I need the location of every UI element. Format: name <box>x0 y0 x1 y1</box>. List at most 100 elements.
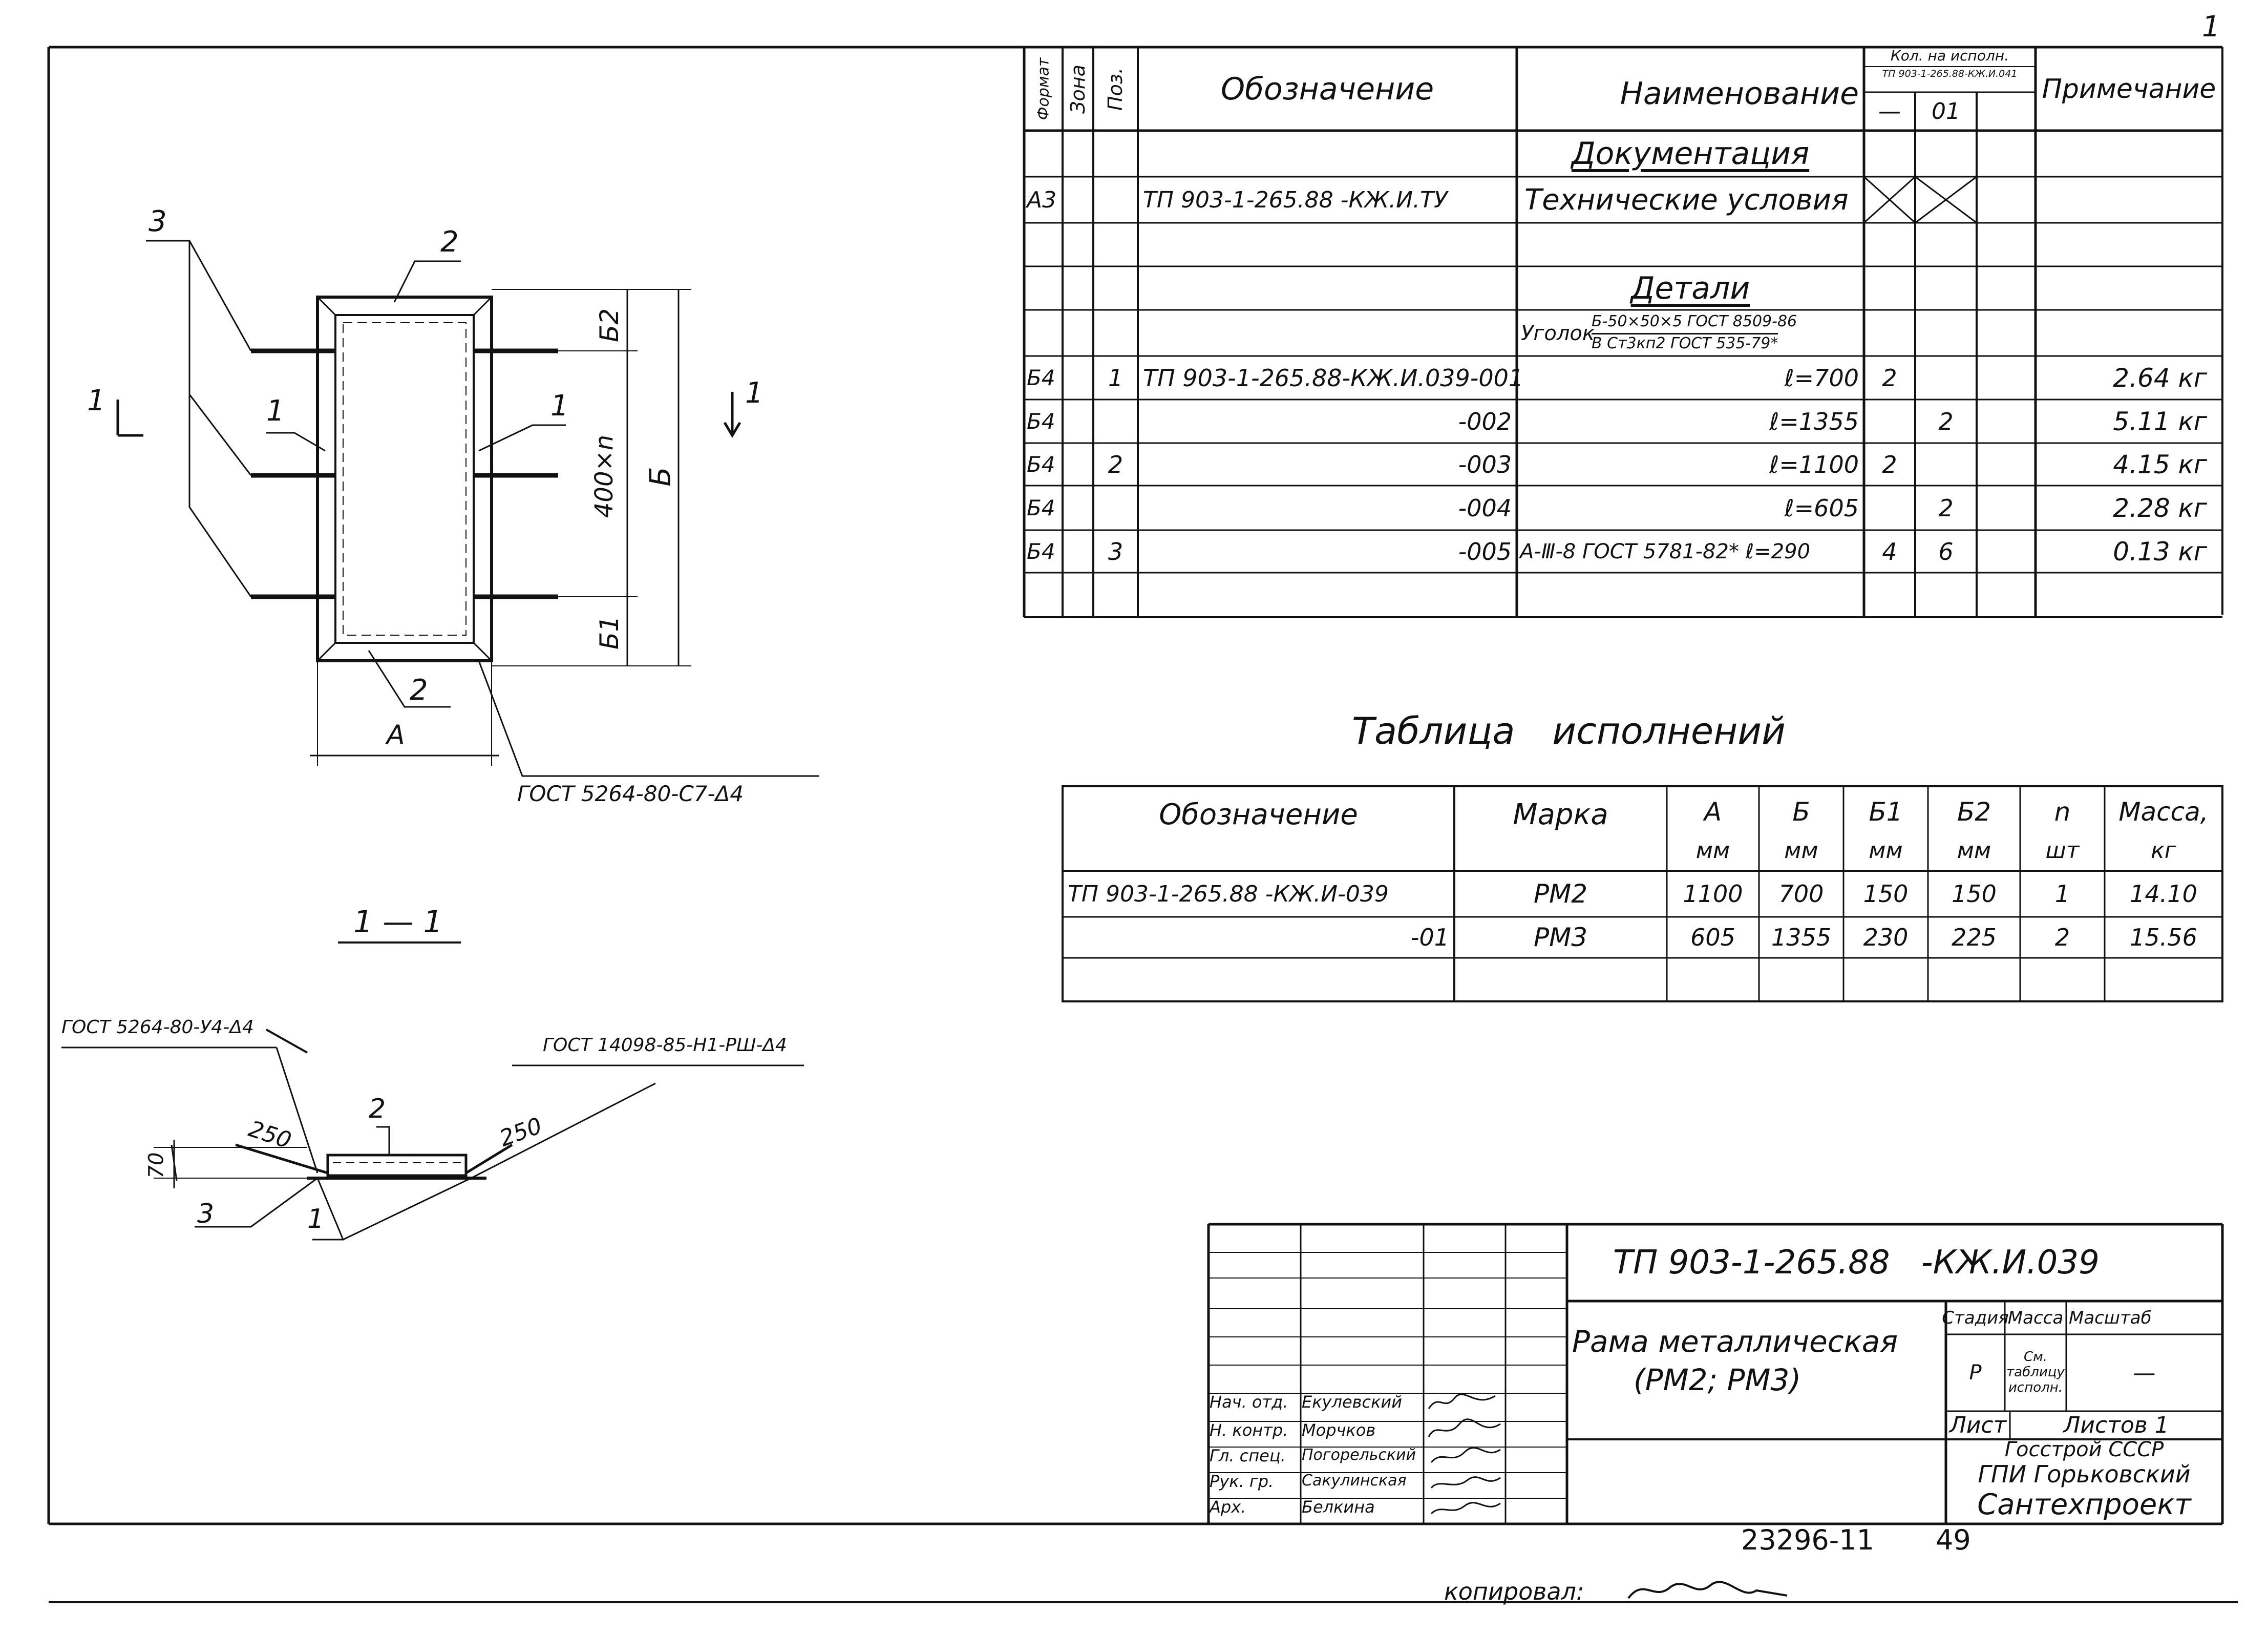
exec-header-mass: Масса, <box>2118 797 2209 827</box>
label-pos-1-left: 1 <box>266 394 285 428</box>
row5-q2: 6 <box>1938 537 1954 565</box>
label-section-pos-3: 3 <box>197 1199 215 1229</box>
row-tu-designation: ТП 903-1-265.88 -КЖ.И.ТУ <box>1143 186 1448 213</box>
section-title: 1 — 1 <box>353 904 443 940</box>
row5-name: А-Ⅲ-8 ГОСТ 5781-82* ℓ=290 <box>1520 539 1811 563</box>
row5-pos: 3 <box>1108 537 1124 565</box>
row5-designation: -005 <box>1458 537 1512 565</box>
copier-signature <box>1627 1581 1788 1599</box>
exec-unit-b: мм <box>1784 837 1818 864</box>
exec-row1-b1: 150 <box>1863 880 1909 908</box>
label-dim-b2: Б2 <box>595 308 624 343</box>
label-section-right: 1 <box>745 376 764 410</box>
row1-q1: 2 <box>1882 364 1897 392</box>
exec-row2-a: 605 <box>1690 924 1735 951</box>
exec-table-grid <box>1062 785 2223 1002</box>
section-drawing <box>61 941 804 1241</box>
exec-row2-n: 2 <box>2054 924 2070 951</box>
exec-row1-n: 1 <box>2054 880 2070 908</box>
exec-row2-mark: РМ3 <box>1533 923 1588 952</box>
title-block-grid <box>1207 1223 2222 1524</box>
header-qty-dash: — <box>1878 98 1901 124</box>
header-qty: Кол. на исполн. <box>1890 47 2009 64</box>
header-note: Примечание <box>2042 73 2216 104</box>
label-section-pos-2: 2 <box>369 1094 386 1124</box>
signatures <box>1428 1393 1501 1515</box>
label-section-left: 1 <box>87 384 105 417</box>
stage-value: Р <box>1969 1361 1982 1385</box>
section-details: Детали <box>1630 270 1750 306</box>
row2-designation: -002 <box>1458 407 1512 435</box>
staff-name-3: Погорельский <box>1302 1446 1416 1464</box>
header-format: Формат <box>1034 57 1052 120</box>
section-documentation: Документация <box>1571 136 1810 172</box>
exec-unit-b1: мм <box>1869 837 1903 864</box>
exec-row1-a: 1100 <box>1683 880 1743 908</box>
weld-main: ГОСТ 5264-80-С7-Δ4 <box>517 781 744 806</box>
copied-by: копировал: <box>1444 1578 1584 1605</box>
weld-left: ГОСТ 5264-80-У4-Δ4 <box>61 1017 254 1038</box>
row1-q2 <box>1915 356 1977 400</box>
row4-format: Б4 <box>1027 495 1055 520</box>
header-pos: Поз. <box>1104 67 1127 111</box>
corner-mark: 1 <box>2202 10 2220 44</box>
sheet-label: Лист <box>1949 1412 2007 1438</box>
staff-name-1: Екулевский <box>1302 1392 1402 1412</box>
doc-name-line1: Рама металлическая <box>1572 1324 1898 1359</box>
exec-row2-designation: -01 <box>1410 924 1449 951</box>
label-dim-a: А <box>387 720 405 750</box>
angle-spec-top: Б-50×50×5 ГОСТ 8509-86 <box>1592 312 1797 330</box>
row-tu-format: А3 <box>1027 186 1057 213</box>
staff-name-5: Белкина <box>1302 1497 1375 1517</box>
label-pos-3: 3 <box>149 205 167 238</box>
archive-page: 49 <box>1936 1524 1971 1556</box>
weld-right: ГОСТ 14098-85-Н1-РШ-Δ4 <box>543 1035 787 1056</box>
row3-pos: 2 <box>1108 450 1124 478</box>
row1-note: 2.64 кг <box>2113 363 2207 393</box>
exec-row1-mark: РМ2 <box>1533 879 1588 909</box>
row1-format: Б4 <box>1027 365 1055 390</box>
mass-value: См. таблицу исполн. <box>2006 1349 2065 1395</box>
exec-header-designation: Обозначение <box>1159 798 1358 831</box>
staff-role-1: Нач. отд. <box>1210 1392 1288 1412</box>
org-line2: ГПИ Горьковский <box>1978 1460 2191 1488</box>
row3-designation: -003 <box>1458 450 1512 478</box>
row2-format: Б4 <box>1027 409 1055 434</box>
doc-code: ТП 903-1-265.88 -КЖ.И.039 <box>1613 1244 2100 1282</box>
frame-plan-drawing <box>116 240 819 777</box>
scale-value: — <box>2133 1359 2156 1386</box>
stage-label: Стадия <box>1942 1307 2009 1328</box>
row3-format: Б4 <box>1027 452 1055 477</box>
exec-row2-mass: 15.56 <box>2130 924 2197 951</box>
label-dim-b: Б <box>644 466 677 487</box>
exec-header-b: Б <box>1792 797 1810 827</box>
staff-role-3: Гл. спец. <box>1210 1446 1286 1465</box>
org-line1: Госстрой СССР <box>2004 1438 2164 1461</box>
staff-name-4: Сакулинская <box>1302 1472 1407 1490</box>
row5-note: 0.13 кг <box>2113 536 2207 567</box>
exec-header-mark: Марка <box>1513 798 1608 831</box>
row4-designation: -004 <box>1458 494 1512 522</box>
label-dim-b1: Б1 <box>595 615 624 650</box>
exec-header-a: А <box>1704 797 1722 827</box>
staff-name-2: Морчков <box>1302 1420 1376 1440</box>
row1-designation: ТП 903-1-265.88-КЖ.И.039-001 <box>1143 364 1524 392</box>
exec-table-title: Таблица исполнений <box>1352 709 1786 752</box>
exec-row1-mass: 14.10 <box>2130 880 2197 908</box>
label-pos-1-right: 1 <box>550 389 569 423</box>
exec-row2-b: 1355 <box>1771 924 1832 951</box>
staff-role-5: Арх. <box>1210 1497 1246 1517</box>
staff-role-2: Н. контр. <box>1210 1420 1288 1440</box>
label-pos-2-bottom: 2 <box>410 674 428 707</box>
angle-label: Уголок <box>1521 322 1595 345</box>
mass-label: Масса <box>2007 1307 2064 1328</box>
label-dim-400n: 400×n <box>590 434 619 518</box>
exec-unit-b2: мм <box>1957 837 1991 864</box>
row5-q1: 4 <box>1882 537 1897 565</box>
exec-unit-a: мм <box>1695 837 1730 864</box>
label-pos-2-top: 2 <box>440 225 459 259</box>
header-qty-01: 01 <box>1932 98 1960 124</box>
label-dim-70: 70 <box>144 1152 168 1179</box>
row2-note: 5.11 кг <box>2113 406 2207 436</box>
